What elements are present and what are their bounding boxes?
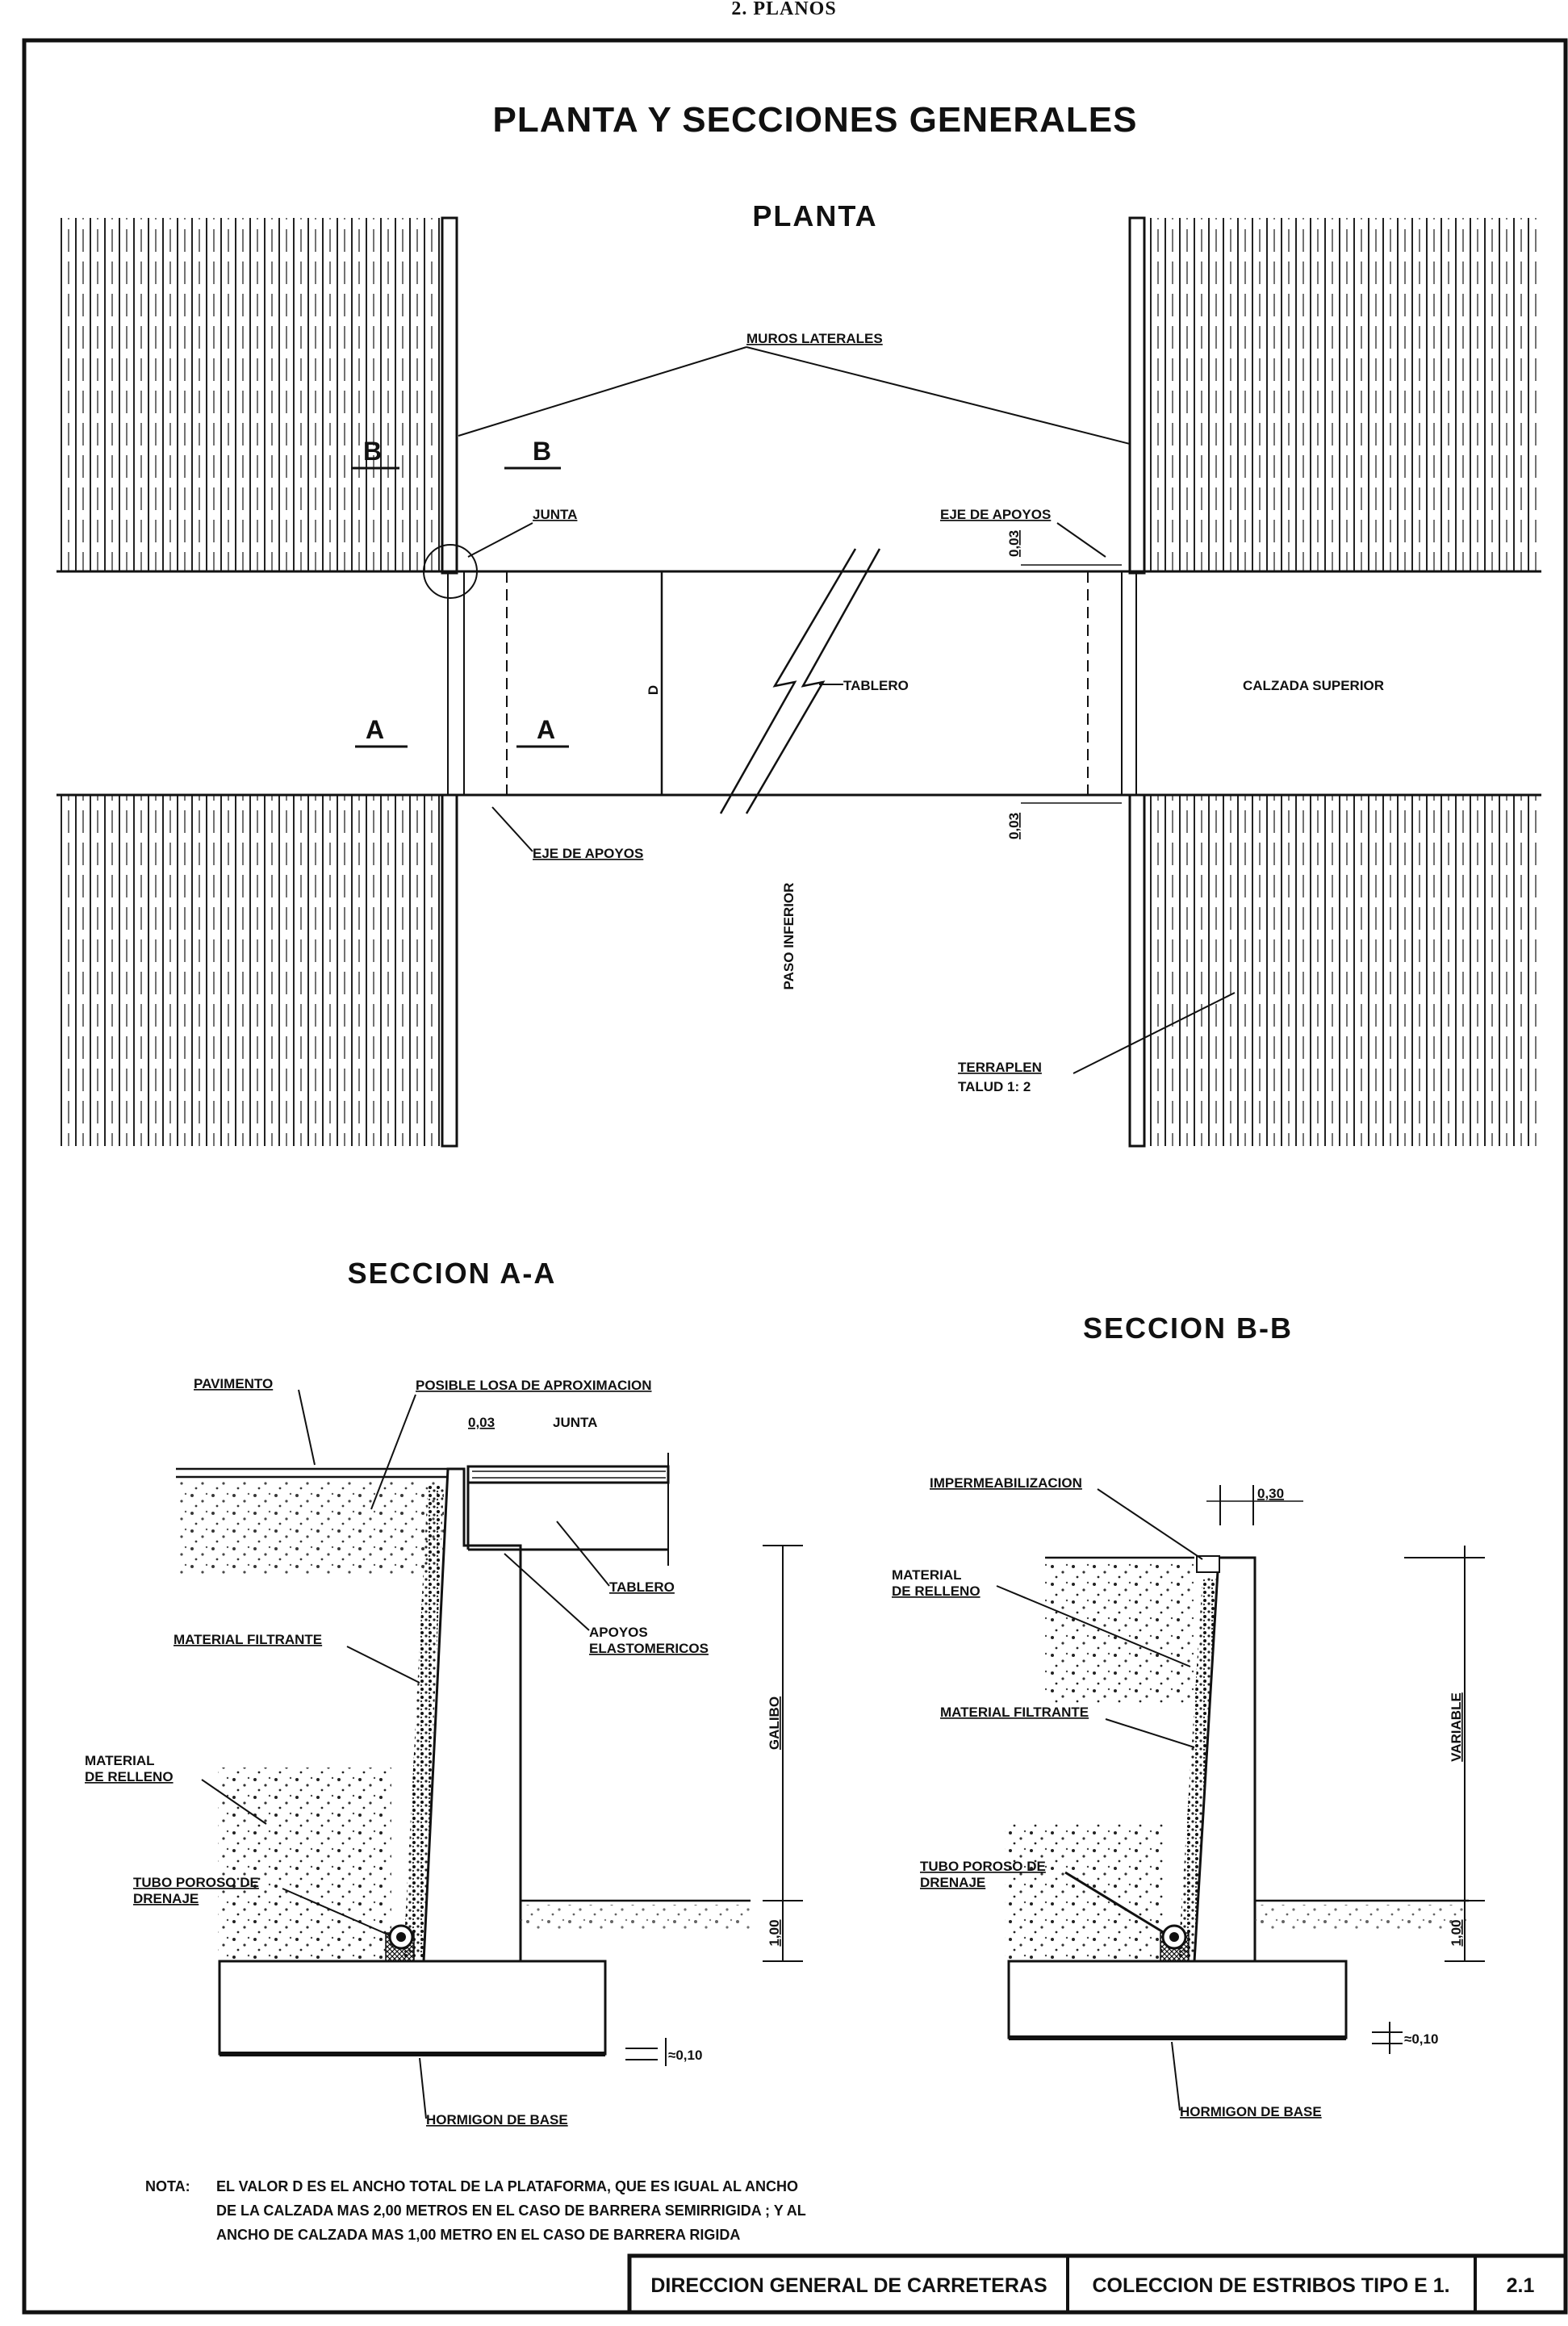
dim-003-top: 0,03 xyxy=(1006,530,1022,557)
aa-posible-losa-label: POSIBLE LOSA DE APROXIMACION xyxy=(416,1378,652,1393)
embankment-top-left xyxy=(61,218,456,571)
note-line-1: EL VALOR D ES EL ANCHO TOTAL DE LA PLATA… xyxy=(216,2178,798,2194)
side-wall-bottom-left xyxy=(441,793,458,1148)
embankment-top-right xyxy=(1134,218,1541,571)
aa-junta-label: JUNTA xyxy=(553,1415,597,1430)
bb-de-relleno-label: DE RELLENO xyxy=(892,1583,981,1599)
cut-b-left: B xyxy=(363,437,382,466)
aa-elastomericos-label: ELASTOMERICOS xyxy=(589,1641,709,1656)
plan-view: D TABLERO MUROS LATERALES JUNTA EJE DE A… xyxy=(56,216,1541,1148)
title-block-sheet-number: 2.1 xyxy=(1507,2274,1535,2297)
junta-label: JUNTA xyxy=(533,507,577,522)
bb-footing xyxy=(1007,1960,1348,2039)
tablero-label: TABLERO xyxy=(843,678,909,693)
aa-deck xyxy=(466,1465,670,1484)
cut-b-right: B xyxy=(533,437,551,466)
section-aa: GALIBO 1,00 ≈0,10 PAVIMENTO POSIBLE LOSA… xyxy=(85,1376,803,2127)
dim-003-bottom: 0,03 xyxy=(1006,813,1022,839)
terraplen-label: TERRAPLEN xyxy=(958,1060,1042,1075)
note-line-3: ANCHO DE CALZADA MAS 1,00 METRO EN EL CA… xyxy=(216,2227,740,2243)
section-bb: VARIABLE 1,00 0,30 ≈0,10 IMPERMEABILIZAC… xyxy=(892,1475,1485,2119)
aa-tubo-poroso-label: TUBO POROSO DE xyxy=(133,1875,259,1890)
dim-d: D xyxy=(646,685,661,695)
side-wall-top-left xyxy=(441,216,458,575)
bb-impermeabilizacion-label: IMPERMEABILIZACION xyxy=(930,1475,1082,1491)
side-wall-top-right xyxy=(1128,216,1146,575)
bb-hormigon-base-label: HORMIGON DE BASE xyxy=(1180,2104,1322,2119)
joint-detail-circle xyxy=(423,544,478,599)
title-block-collection: COLECCION DE ESTRIBOS TIPO E 1. xyxy=(1092,2274,1449,2297)
plan-title: PLANTA xyxy=(752,199,877,232)
note-line-2: DE LA CALZADA MAS 2,00 METROS EN EL CASO… xyxy=(216,2203,806,2219)
cut-a-left: A xyxy=(366,715,384,744)
aa-pavimento-label: PAVIMENTO xyxy=(194,1376,273,1391)
bb-tubo-poroso-label: TUBO POROSO DE xyxy=(920,1859,1046,1874)
bb-dim-010: ≈0,10 xyxy=(1404,2031,1438,2047)
side-wall-bottom-right xyxy=(1128,793,1146,1148)
calzada-superior-label: CALZADA SUPERIOR xyxy=(1243,678,1384,693)
embankment-bottom-right xyxy=(1134,795,1541,1146)
aa-material-label: MATERIAL xyxy=(85,1753,155,1768)
muros-laterales-label: MUROS LATERALES xyxy=(746,331,883,346)
aa-dim-003: 0,03 xyxy=(468,1415,495,1430)
title-block: DIRECCION GENERAL DE CARRETERAS COLECCIO… xyxy=(627,2253,1568,2315)
aa-tablero-label: TABLERO xyxy=(609,1579,675,1595)
page-header: 2. PLANOS xyxy=(731,0,837,19)
aa-material-filtrante-label: MATERIAL FILTRANTE xyxy=(174,1632,322,1647)
bb-dim-100: 1,00 xyxy=(1449,1919,1464,1946)
aa-galibo-label: GALIBO xyxy=(767,1696,782,1750)
bb-material-label: MATERIAL xyxy=(892,1567,962,1583)
section-bb-title: SECCION B-B xyxy=(1083,1312,1293,1345)
talud-label: TALUD 1: 2 xyxy=(958,1079,1031,1094)
paso-inferior-label: PASO INFERIOR xyxy=(781,883,797,990)
section-aa-title: SECCION A-A xyxy=(348,1257,557,1290)
eje-apoyos-bottom-label: EJE DE APOYOS xyxy=(533,846,643,861)
bb-material-filtrante-label: MATERIAL FILTRANTE xyxy=(940,1705,1089,1720)
bb-variable-label: VARIABLE xyxy=(1449,1692,1464,1762)
aa-dim-100: 1,00 xyxy=(767,1919,782,1946)
bb-drenaje-label: DRENAJE xyxy=(920,1875,985,1890)
bb-dim-030: 0,30 xyxy=(1257,1486,1284,1501)
note-prefix: NOTA: xyxy=(145,2178,190,2194)
title-block-organization: DIRECCION GENERAL DE CARRETERAS xyxy=(650,2274,1047,2297)
cut-a-right: A xyxy=(537,715,555,744)
aa-de-relleno-label: DE RELLENO xyxy=(85,1769,174,1784)
aa-dim-010: ≈0,10 xyxy=(668,2048,702,2063)
aa-drenaje-label: DRENAJE xyxy=(133,1891,199,1906)
note-block: NOTA: EL VALOR D ES EL ANCHO TOTAL DE LA… xyxy=(145,2178,806,2243)
embankment-bottom-left xyxy=(61,795,456,1146)
sheet-title: PLANTA Y SECCIONES GENERALES xyxy=(493,100,1138,140)
aa-footing xyxy=(218,1960,607,2056)
eje-apoyos-top-label: EJE DE APOYOS xyxy=(940,507,1051,522)
aa-hormigon-base-label: HORMIGON DE BASE xyxy=(426,2112,568,2127)
aa-apoyos-label: APOYOS xyxy=(589,1625,648,1640)
